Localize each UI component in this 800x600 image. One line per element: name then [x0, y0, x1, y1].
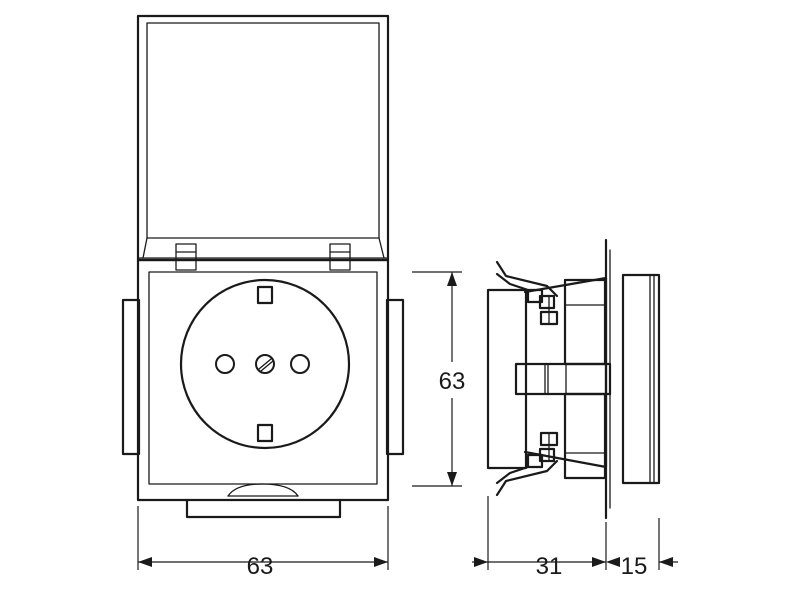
- side-housing-block: [486, 288, 528, 470]
- arrow-right-icon: [592, 557, 606, 567]
- arrow-left-icon: [138, 557, 152, 567]
- frame-tab-right: [385, 298, 405, 456]
- side-upper-mechanism: [563, 278, 607, 366]
- dimension-front-width: 63: [137, 506, 389, 580]
- socket-outlet-ring: [179, 278, 351, 450]
- mounting-claw-top: [495, 260, 559, 326]
- pin-hole-right: [290, 354, 310, 374]
- dimension-side-depth-b: 15: [606, 518, 678, 580]
- lid-hinge-left: [175, 243, 197, 271]
- hinged-lid-inner-panel: [146, 22, 380, 239]
- socket-side-view: [486, 238, 661, 520]
- pin-hole-left: [215, 354, 235, 374]
- socket-front-view: [121, 14, 405, 519]
- hinged-lid: [136, 14, 390, 262]
- center-screw-icon: [255, 354, 275, 374]
- arrow-left-icon: [659, 557, 673, 567]
- side-plug-insert: [514, 362, 612, 396]
- side-depth-a-label: 31: [536, 553, 563, 580]
- lid-latch: [227, 483, 299, 497]
- front-height-label: 63: [439, 368, 466, 395]
- arrow-left-icon: [606, 557, 620, 567]
- side-depth-b-label: 15: [621, 553, 648, 580]
- arrow-right-icon: [374, 557, 388, 567]
- mounting-claw-bottom: [495, 431, 559, 497]
- arrow-right-icon: [474, 557, 488, 567]
- dimension-front-height: 63: [412, 271, 466, 487]
- side-cover-plate: [621, 273, 661, 485]
- lid-hinge-right: [329, 243, 351, 271]
- earth-clip-top: [256, 285, 274, 305]
- arrow-down-icon: [447, 472, 457, 486]
- front-width-label: 63: [247, 553, 274, 580]
- dimension-side-depth-a: 31: [472, 496, 607, 580]
- socket-frame: [136, 258, 390, 502]
- arrow-up-icon: [447, 272, 457, 286]
- earth-clip-bottom: [256, 423, 274, 443]
- frame-bottom-lip: [185, 498, 342, 519]
- frame-tab-left: [121, 298, 141, 456]
